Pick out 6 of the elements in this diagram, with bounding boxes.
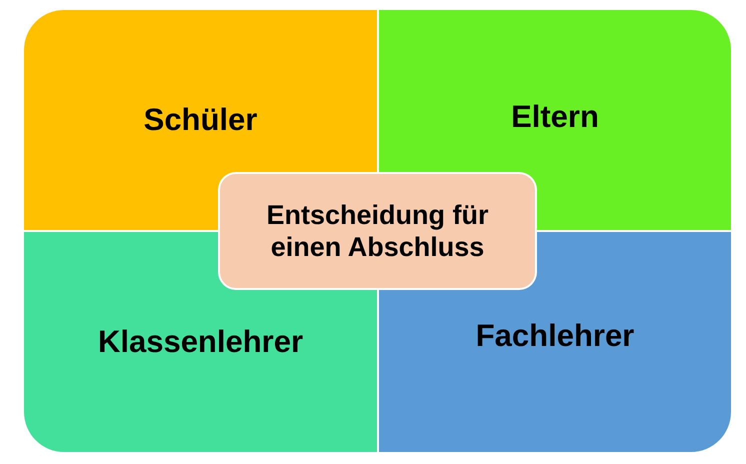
quadrant-label: Schüler: [144, 101, 258, 139]
center-label: Entscheidung für einen Abschluss: [266, 198, 490, 264]
quadrant-label: Eltern: [511, 98, 599, 136]
center-box: [218, 172, 537, 290]
quadrant-label: Klassenlehrer: [98, 323, 304, 361]
quadrant-label: Fachlehrer: [476, 317, 634, 355]
